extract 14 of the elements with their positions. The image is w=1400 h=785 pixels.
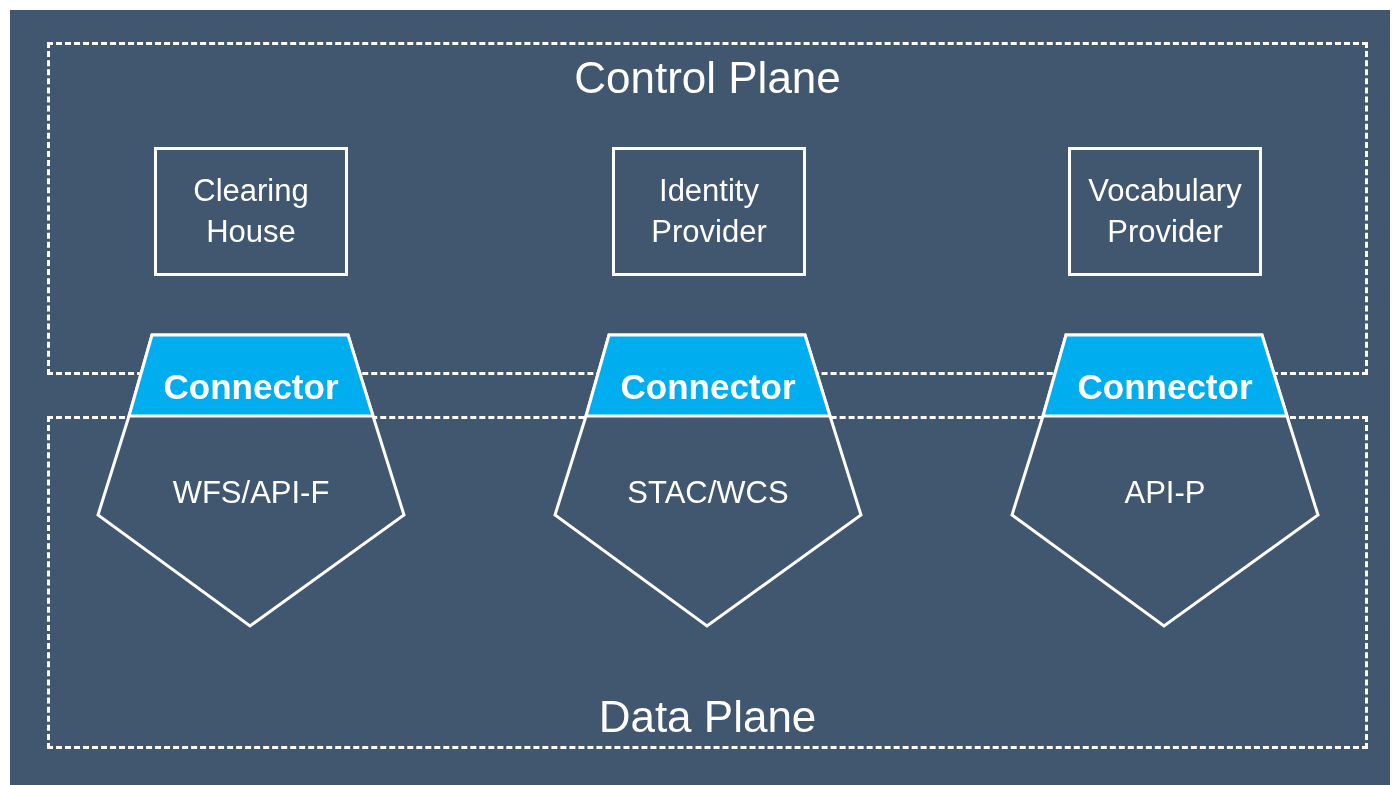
region-title: Data Plane — [598, 692, 817, 742]
region-title: Control Plane — [574, 53, 841, 103]
connector-pentagon — [1010, 333, 1320, 628]
service-box: Vocabulary Provider — [1068, 147, 1262, 276]
protocol-label: STAC/WCS — [627, 475, 789, 511]
connector-label: Connector — [620, 367, 796, 407]
protocol-label: API-P — [1124, 475, 1206, 511]
service-box: Identity Provider — [612, 147, 806, 276]
connector-pentagon — [96, 333, 406, 628]
protocol-label: WFS/API-F — [172, 475, 330, 511]
connector-label: Connector — [163, 367, 339, 407]
service-box: Clearing House — [154, 147, 348, 276]
connector-label: Connector — [1077, 367, 1253, 407]
connector-pentagon — [553, 333, 863, 628]
